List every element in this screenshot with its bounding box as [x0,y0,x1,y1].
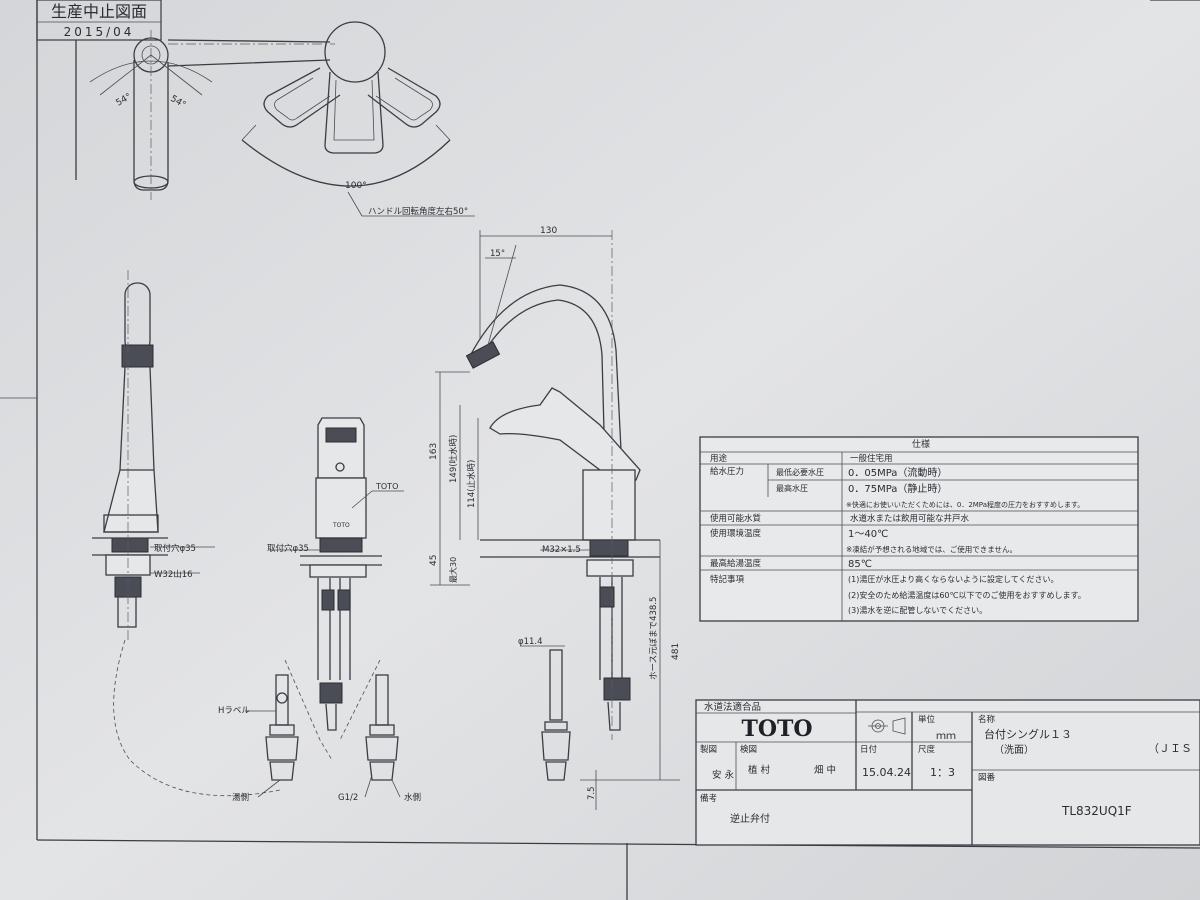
stamp-text: 生産中止図面 [51,2,147,21]
scale-value: 1：3 [930,766,955,779]
dim-45: 45 [429,555,439,566]
hose-dim: ホース元ぼまで438.5 [649,597,659,680]
max30-label: 最大30 [448,557,458,583]
made-label: 製図 [700,744,717,755]
m32-label: M32×1.5 [542,545,581,555]
check-value-2: 畑 中 [814,764,836,776]
mount-hole-mid-label: 取付穴φ35 [267,543,309,554]
check-value-1: 植 村 [748,764,771,776]
dim-481: 481 [671,643,681,660]
unit-value: ｍｍ [936,731,956,742]
spec-value-temp: 1～40℃ [848,529,888,540]
spec-value-use: 一般住宅用 [850,453,893,464]
hot-side-label: 湯側 [232,792,249,803]
phi-label: φ11.4 [518,637,543,647]
spec-label-pressure: 給水圧力 [710,466,744,477]
spec-label-quality: 使用可能水質 [710,513,762,524]
spec-value-min: 0．05MPa（流動時） [848,466,947,479]
h-label: Hラベル [218,706,250,716]
spec-note-3: (3)湯水を逆に配管しないでください。 [848,605,987,615]
date-value: 15.04.24 [862,766,911,779]
toto-logo: TOTO [741,716,812,742]
angle-15: 15° [490,249,505,259]
spec-note-pressure: ※快適にお使いいただくためには、0．2MPa程度の圧力をおすすめします。 [846,500,1084,509]
front-view-middle: TOTO TOTO 取付穴φ35 [267,417,404,761]
remarks-value: 逆止弁付 [730,812,770,825]
projection-symbol-icon [868,717,906,735]
spec-label-temp: 使用環境温度 [710,528,762,539]
spec-note-temp: ※凍結が予想される地域では、ご使用できません。 [846,544,1017,554]
compliance-label: 水道法適合品 [704,701,761,713]
drawing-no-label: 図番 [978,772,996,783]
name-line1: 台付シングル１３ [984,727,1072,741]
name-line2: （洗面） [994,744,1034,756]
date-label: 日付 [860,744,878,755]
dim-114: 114(止水時) [466,460,477,508]
spec-label-notes: 特記事項 [710,574,745,585]
drawing-no-value: TL832UQ1F [1061,804,1132,818]
g12-label: G1/2 [338,793,358,803]
name-label: 名称 [978,714,996,725]
water-side-label: 水側 [404,792,421,803]
spec-label-use: 用途 [710,453,728,464]
mount-hole-left-label: 取付穴φ35 [154,543,196,554]
scale-label: 尺度 [918,744,936,755]
side-view-left: 取付穴φ35 W32山16 [92,270,281,797]
top-view: 54° 54° 100° ハンドル回転角度左右50° [89,21,475,217]
thread-left-label: W32山16 [154,569,193,580]
handle-rotation-note: ハンドル回転角度左右50° [368,206,468,217]
dim-163: 163 [429,443,439,460]
check-label: 検図 [740,744,757,755]
discontinued-stamp: 生産中止図面 2015/04 [36,0,162,41]
spec-value-max: 0．75MPa（静止時） [848,482,947,495]
dim-7-5: 7.5 [587,786,597,800]
remarks-label: 備考 [700,793,717,804]
dim-149: 149(吐水時) [448,435,459,483]
side-elevation: φ11.4 130 15° 163 149(吐水時) 114(止水時) 45 最… [429,226,681,810]
spec-value-maxtemp: 85℃ [848,559,872,570]
unit-label: 単位 [918,714,936,725]
toto-leader-label: TOTO [375,482,398,491]
spec-label-maxtemp: 最高給湯温度 [710,558,762,569]
brand-on-body: TOTO [332,522,350,529]
dim-130: 130 [540,226,557,236]
spec-header: 仕様 [912,438,930,450]
spec-table: 仕様 用途 一般住宅用 給水圧力 最低必要水圧 0．05MPa（流動時） 最高水… [699,436,1139,622]
made-value: 安 永 [712,769,735,781]
arc-dimension: 100° [345,181,367,191]
spec-sub-max: 最高水圧 [776,483,808,493]
spec-note-1: (1)湯圧が水圧より高くならないように設定してください。 [848,574,1059,584]
spec-sub-min: 最低必要水圧 [776,467,824,477]
stamp-date: 2015/04 [64,25,135,39]
spec-value-quality: 水道水または飲用可能な井戸水 [850,513,970,524]
title-block: 水道法適合品 TOTO 単位 ｍｍ 名称 台付シングル１３ （洗面） （ＪＩＳ … [695,699,1200,846]
supply-hoses: Hラベル 湯側 G1/2 水側 [218,674,421,803]
spec-note-2: (2)安全のため給湯温度は60℃以下でのご使用をおすすめします。 [848,590,1086,600]
jis-label: （ＪＩＳ [1148,742,1192,755]
